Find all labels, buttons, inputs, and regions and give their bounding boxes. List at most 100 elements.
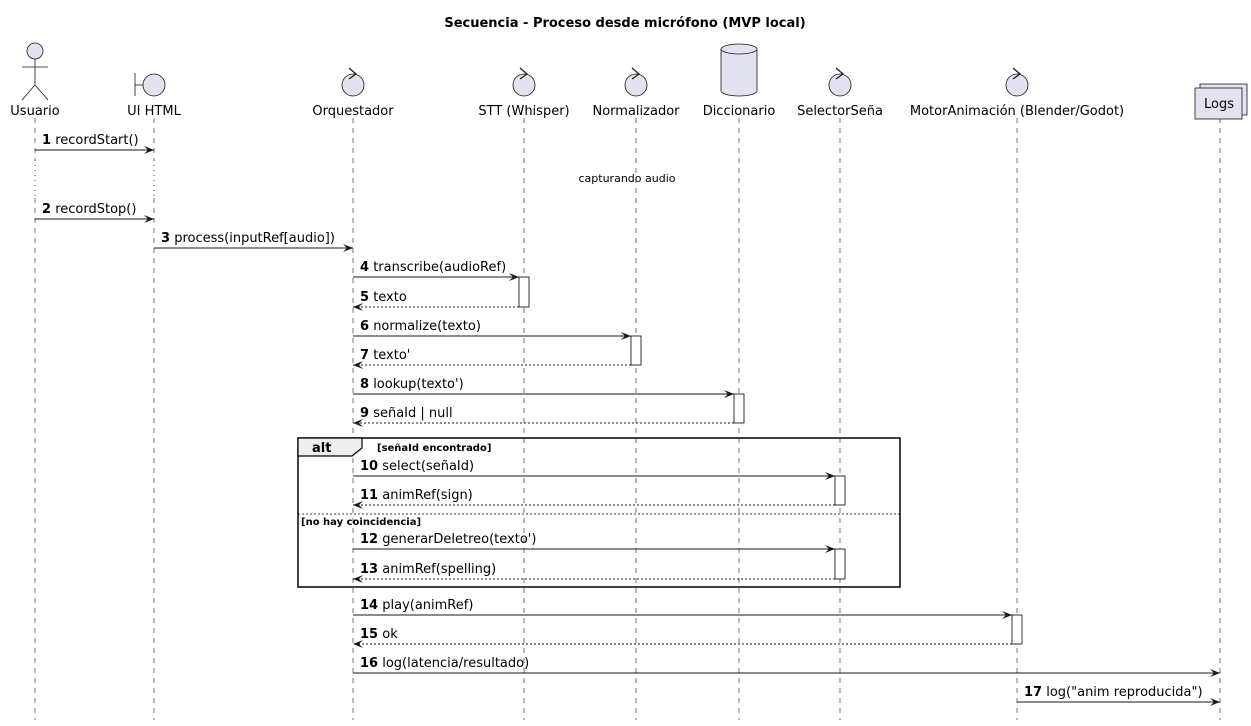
arrowhead [825, 545, 835, 553]
control-icon [512, 67, 536, 97]
message-number: 16 [360, 656, 378, 671]
participant-label: STT (Whisper) [478, 104, 569, 119]
message-number: 14 [360, 598, 378, 613]
message-6: 6 normalize(texto) [353, 319, 631, 340]
message-label: 9 señaId | null [360, 406, 453, 421]
participant-ui: UI HTML [127, 73, 182, 119]
message-number: 8 [360, 377, 369, 392]
message-text: select(señaId) [382, 459, 474, 474]
message-number: 15 [360, 627, 378, 642]
arrowhead [343, 244, 353, 252]
message-label: 2 recordStop() [42, 202, 136, 217]
database-icon [720, 43, 758, 97]
message-label: 16 log(latencia/resultado) [360, 656, 529, 671]
message-number: 4 [360, 260, 369, 275]
message-5: 5 texto [353, 290, 519, 311]
fragment-guard: [señaId encontrado] [377, 443, 491, 454]
arrowhead [724, 390, 734, 398]
message-label: 1 recordStart() [42, 133, 139, 148]
message-number: 9 [360, 406, 369, 421]
arrowhead [353, 501, 363, 509]
message-label: 11 animRef(sign) [360, 488, 473, 503]
message-number: 10 [360, 459, 378, 474]
message-label: 6 normalize(texto) [360, 319, 481, 334]
message-number: 7 [360, 348, 369, 363]
message-text: señaId | null [373, 406, 452, 421]
message-text: play(animRef) [382, 598, 473, 613]
message-number: 2 [42, 202, 51, 217]
participant-usuario: Usuario [10, 42, 60, 119]
message-number: 5 [360, 290, 369, 305]
participant-logs: Logs [1194, 83, 1248, 120]
message-text: log(latencia/resultado) [382, 656, 529, 671]
message-8: 8 lookup(texto') [353, 377, 734, 398]
message-3: 3 process(inputRef[audio]) [154, 231, 353, 252]
message-label: 14 play(animRef) [360, 598, 473, 613]
boundary-icon [134, 73, 166, 97]
message-12: 12 generarDeletreo(texto') [353, 532, 835, 553]
participant-label: SelectorSeña [797, 104, 883, 119]
message-text: animRef(spelling) [382, 562, 496, 577]
message-text: log("anim reproducida") [1046, 685, 1202, 700]
message-16: 16 log(latencia/resultado) [353, 656, 1220, 677]
message-number: 1 [42, 133, 51, 148]
message-number: 6 [360, 319, 369, 334]
control-icon [828, 67, 852, 97]
message-text: texto' [373, 348, 410, 363]
participant-stt: STT (Whisper) [478, 67, 570, 119]
participant-dicc: Diccionario [703, 43, 776, 119]
message-2: 2 recordStop() [35, 202, 154, 223]
message-text: texto [373, 290, 407, 305]
message-9: 9 señaId | null [353, 406, 734, 427]
message-label: 12 generarDeletreo(texto') [360, 532, 536, 547]
message-15: 15 ok [353, 627, 1012, 648]
message-label: 7 texto' [360, 348, 410, 363]
message-1: 1 recordStart() [35, 133, 154, 154]
participant-label: Diccionario [703, 104, 776, 119]
diagram-title: Secuencia - Proceso desde micrófono (MVP… [444, 16, 805, 31]
message-text: normalize(texto) [373, 319, 481, 334]
message-text: recordStart() [55, 133, 138, 148]
message-text: recordStop() [55, 202, 136, 217]
arrowhead [353, 575, 363, 583]
participant-label: UI HTML [127, 104, 181, 119]
message-label: 8 lookup(texto') [360, 377, 464, 392]
arrowhead [353, 640, 363, 648]
alt-fragment: alt[señaId encontrado][no hay coincidenc… [297, 437, 901, 588]
arrowhead [825, 472, 835, 480]
message-label: 13 animRef(spelling) [360, 562, 496, 577]
message-13: 13 animRef(spelling) [353, 562, 835, 583]
message-text: generarDeletreo(texto') [382, 532, 536, 547]
activation-bar [834, 475, 846, 506]
arrowhead [509, 273, 519, 281]
message-7: 7 texto' [353, 348, 631, 369]
control-icon [1005, 67, 1029, 97]
activation-bar [834, 548, 846, 580]
fragment-operator: alt [312, 441, 331, 456]
control-icon [624, 67, 648, 97]
message-number: 17 [1024, 685, 1042, 700]
collections-icon: Logs [1194, 83, 1248, 120]
participant-norm: Normalizador [593, 67, 681, 119]
participant-orq: Orquestador [312, 67, 394, 119]
fragment-header [297, 437, 363, 457]
message-label: 4 transcribe(audioRef) [360, 260, 506, 275]
arrowhead [1210, 669, 1220, 677]
lifelines [34, 118, 1221, 720]
arrowhead [621, 332, 631, 340]
control-icon [341, 67, 365, 97]
participant-label: Usuario [10, 104, 59, 119]
message-17: 17 log("anim reproducida") [1017, 685, 1220, 706]
message-text: process(inputRef[audio]) [174, 231, 335, 246]
message-number: 11 [360, 488, 378, 503]
message-number: 12 [360, 532, 378, 547]
activation-bar [1011, 614, 1023, 645]
message-11: 11 animRef(sign) [353, 488, 835, 509]
participant-label: Normalizador [593, 104, 681, 119]
message-label: 3 process(inputRef[audio]) [161, 231, 335, 246]
message-number: 13 [360, 562, 378, 577]
arrowhead [1002, 611, 1012, 619]
message-label: 5 texto [360, 290, 407, 305]
